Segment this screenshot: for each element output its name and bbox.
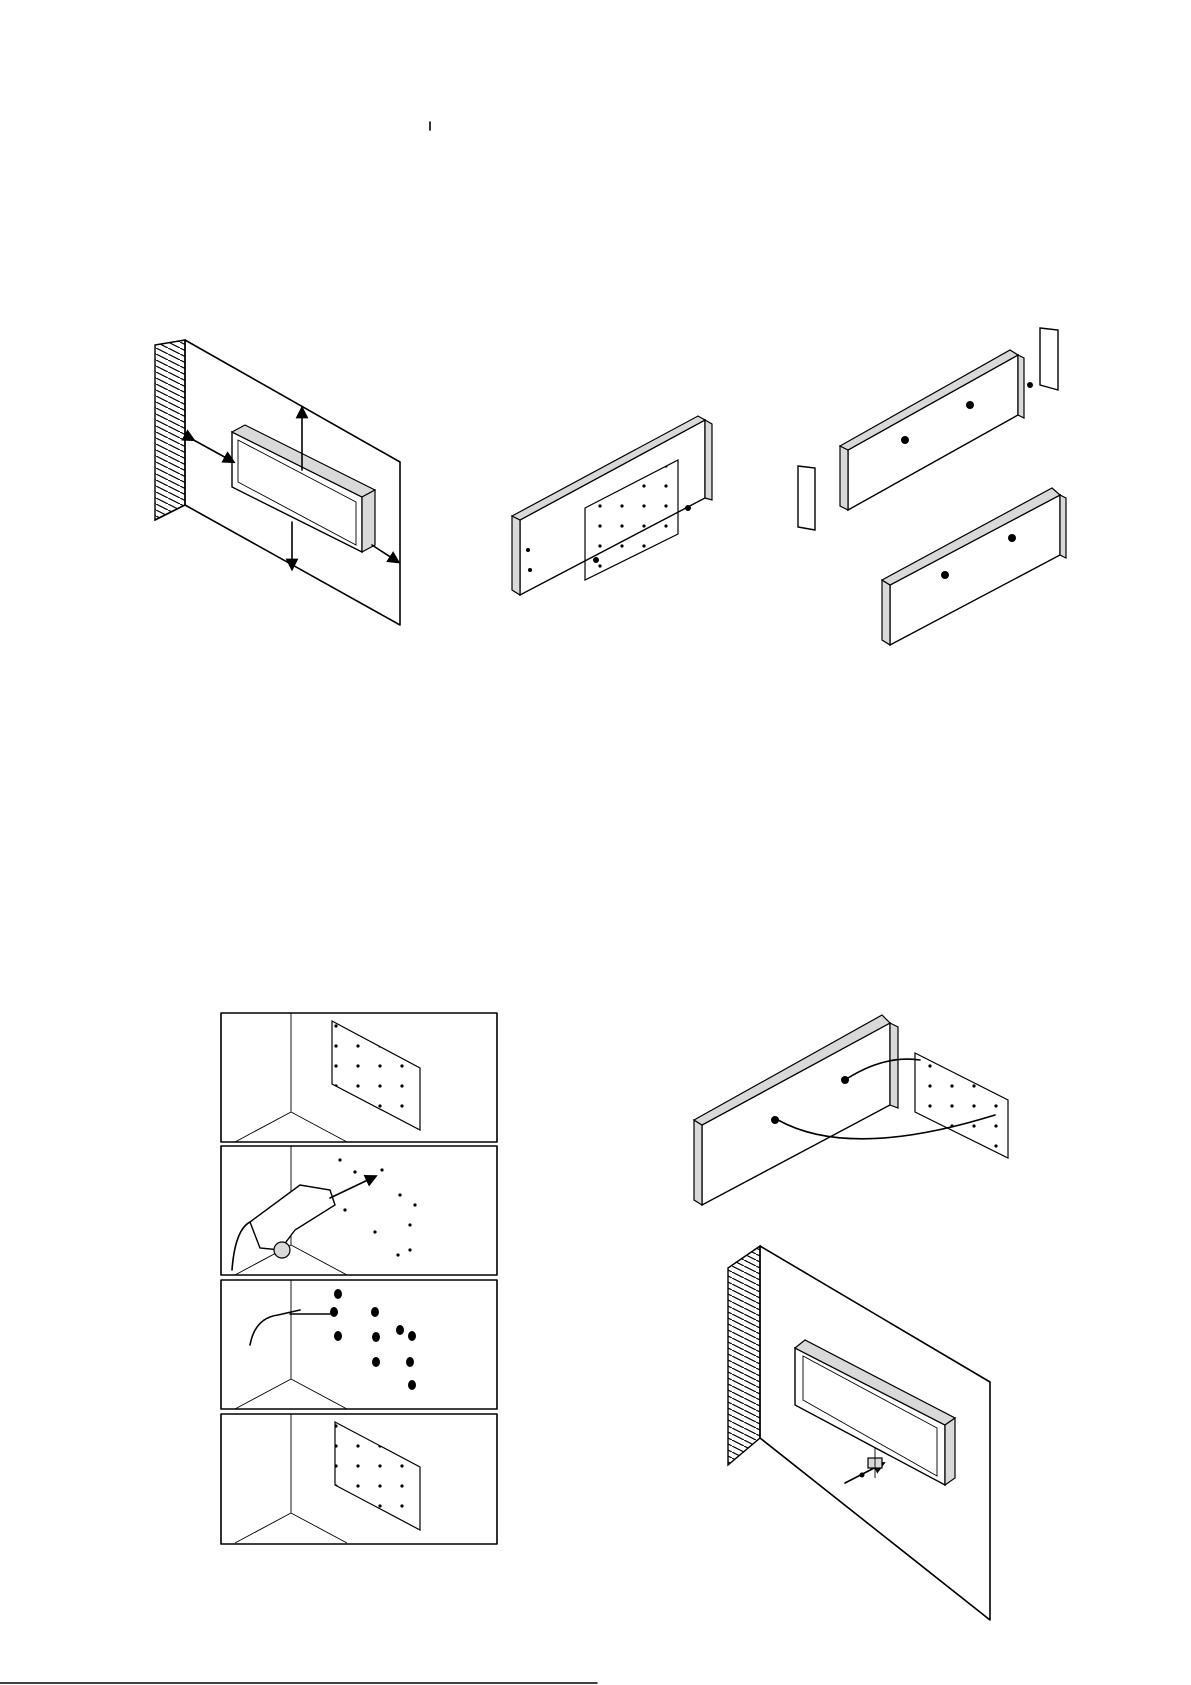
hang-on-bracket-figure	[694, 1015, 1008, 1205]
rear-panel-figure	[512, 416, 712, 595]
step-3-panel	[221, 1280, 497, 1409]
fireplace-front	[232, 432, 362, 552]
screw-icon	[845, 1448, 882, 1483]
side-wall-hatch-2	[728, 1246, 760, 1465]
step-1-bracket	[332, 1021, 420, 1130]
drill-icon	[232, 1178, 372, 1270]
step-2-panel	[221, 1146, 497, 1275]
fireplace-back-hanging	[702, 1023, 890, 1205]
step-3-anchors	[330, 1289, 416, 1390]
side-trim-left	[798, 466, 815, 530]
step-4-bracket	[335, 1422, 420, 1530]
side-wall-hatch	[155, 340, 185, 520]
side-trim-figure	[798, 328, 1066, 645]
clearance-on-wall-figure	[155, 340, 400, 625]
wall-bracket	[915, 1053, 1008, 1158]
step-2-holes	[338, 1158, 416, 1256]
bracket-install-steps	[221, 1013, 497, 1544]
hand-anchor-icon	[250, 1310, 330, 1345]
mounted-fireplace-figure	[728, 1246, 990, 1620]
side-trim-right	[1040, 328, 1058, 390]
